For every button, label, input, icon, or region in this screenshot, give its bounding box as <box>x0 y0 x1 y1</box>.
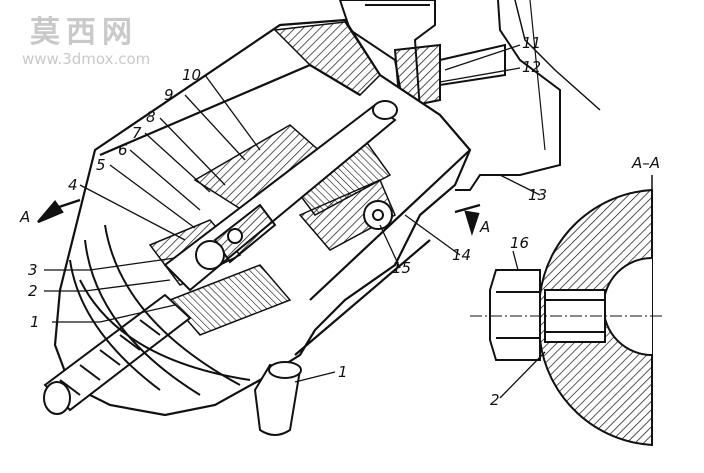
section-cut-arrows <box>37 198 481 236</box>
callout-16: 16 <box>510 234 529 252</box>
callout-10: 10 <box>182 66 201 84</box>
callout-9: 9 <box>164 86 174 104</box>
callout-13: 13 <box>528 186 547 204</box>
callout-11: 11 <box>522 34 541 52</box>
spindle <box>163 100 398 292</box>
callout-1a: 1 <box>30 313 40 331</box>
callout-4: 4 <box>68 176 78 194</box>
section-letter-left: A <box>19 208 30 226</box>
callout-2a: 2 <box>28 282 38 300</box>
watermark-url: www.3dmox.com <box>22 50 150 68</box>
callout-numbers: 1 2 3 4 5 6 7 8 9 10 11 12 13 14 15 16 1… <box>28 34 547 409</box>
section-letter-right: A <box>479 218 490 236</box>
callout-6: 6 <box>118 141 128 159</box>
leader-lines <box>44 44 546 399</box>
watermark-title: 莫西网 <box>30 15 138 50</box>
lower-tube <box>253 361 302 436</box>
callout-12: 12 <box>522 58 541 76</box>
section-aa-detail <box>470 175 665 447</box>
callout-1b: 1 <box>338 363 348 381</box>
callout-14: 14 <box>452 246 471 264</box>
section-title: A–A <box>631 154 660 172</box>
callout-5: 5 <box>96 156 106 174</box>
callout-7: 7 <box>132 124 142 142</box>
callout-8: 8 <box>146 108 156 126</box>
housing-arcs <box>69 224 251 396</box>
callout-15: 15 <box>392 259 411 277</box>
callout-3: 3 <box>28 261 38 279</box>
section-labels: A A A–A <box>19 154 660 236</box>
watermark: 莫西网 www.3dmox.com <box>22 15 150 68</box>
pivot-pin <box>363 200 393 230</box>
callout-2b: 2 <box>490 391 500 409</box>
